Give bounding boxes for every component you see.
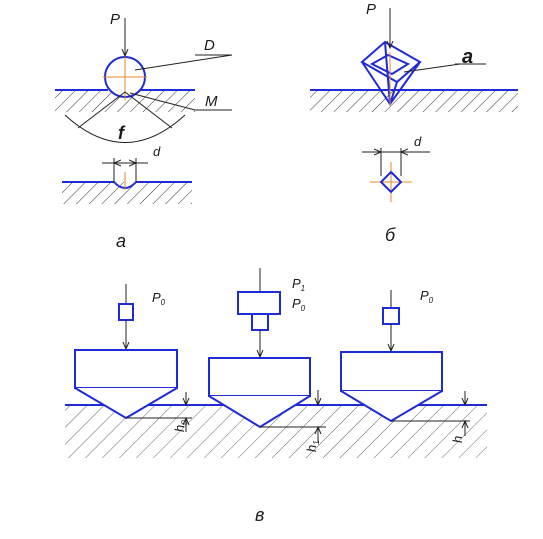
load-label-1: P0 <box>152 290 166 307</box>
diameter-label: D <box>204 37 215 54</box>
force-label-b: P <box>366 1 376 18</box>
stage-1-preload: P0 h0 <box>74 284 192 432</box>
imprint-label-b: d <box>414 134 422 149</box>
caption-b: б <box>385 225 396 245</box>
load-label-2a: P1 <box>292 276 305 293</box>
angle-label-a: a <box>462 46 473 68</box>
load-label-3: P0 <box>420 288 434 305</box>
angle-label-f: f <box>118 123 126 143</box>
panel-c-rockwell-stages: P0 h0 P1 P0 h1 P0 <box>65 268 487 525</box>
stage-2-main-load: P1 P0 h1 <box>208 268 326 452</box>
depth-label-3: h <box>450 436 465 443</box>
panel-a-ball-indentation: P D M f d а <box>55 11 233 251</box>
panel-b-pyramid-indentation: P a d б <box>310 1 518 245</box>
preload-weight-2 <box>251 313 269 331</box>
point-label-m: M <box>205 93 218 110</box>
caption-a: а <box>116 231 126 251</box>
stage-3-unload: P0 h <box>340 288 470 443</box>
preload-weight-1 <box>118 303 134 321</box>
preload-weight-3 <box>382 307 400 325</box>
depth-label-2: h1 <box>304 440 321 452</box>
force-label-a: P <box>110 11 120 28</box>
load-label-2b: P0 <box>292 296 306 313</box>
indenter-body-2 <box>208 357 311 397</box>
caption-c: в <box>255 505 264 525</box>
indenter-body-1 <box>74 349 178 389</box>
imprint-square-b <box>379 170 403 194</box>
depth-label-1: h0 <box>172 420 189 432</box>
main-weight-2 <box>237 291 281 315</box>
indenter-body-3 <box>340 351 443 392</box>
specimen-a-hatch <box>55 90 195 112</box>
angle-arc-a <box>64 114 186 143</box>
imprint-label-a: d <box>153 144 161 159</box>
